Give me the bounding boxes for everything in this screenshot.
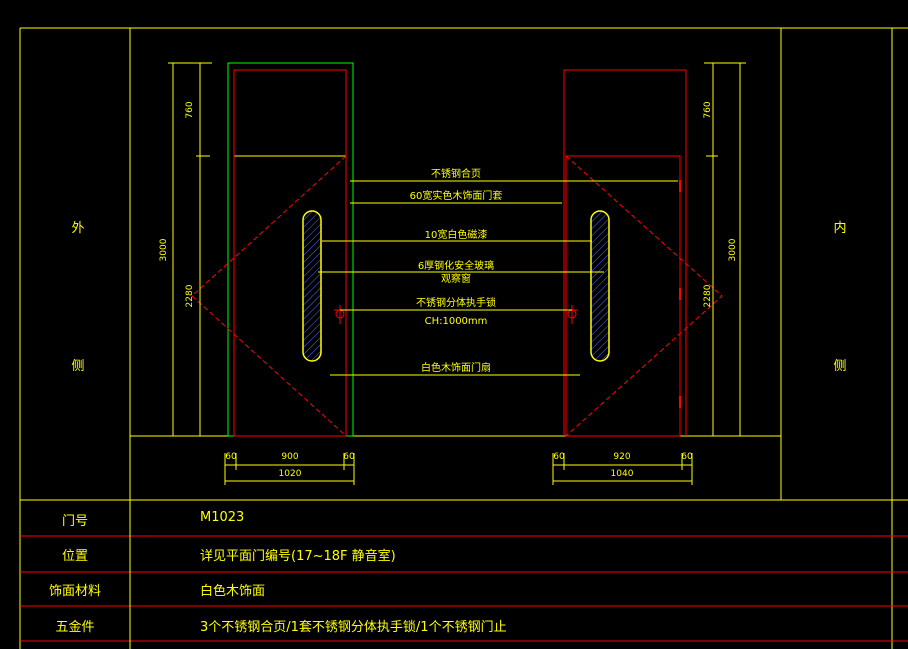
dim-left-total: 3000 — [159, 238, 169, 261]
note-handle-b: CH:1000mm — [425, 316, 488, 327]
spec-table-lines — [20, 500, 908, 649]
dim-right-top: 760 — [703, 101, 713, 118]
side-outer-bottom: 侧 — [71, 359, 84, 374]
side-inner-bottom: 侧 — [833, 359, 846, 374]
note-leaf: 白色木饰面门扇 — [421, 361, 491, 374]
drawing-frame — [19, 27, 908, 649]
handle-right-icon — [566, 305, 578, 324]
dim-right-bottom-mid: 920 — [613, 452, 630, 462]
vision-panel-right — [590, 210, 610, 362]
note-glass-b: 观察窗 — [441, 272, 471, 285]
table-key-location: 位置 — [61, 549, 88, 564]
note-handle-a: 不锈钢分体执手锁 — [416, 296, 496, 309]
dim-left-bottom-mid: 900 — [281, 452, 298, 462]
table-key-door-no: 门号 — [61, 514, 88, 529]
right-door-elevation — [563, 69, 723, 437]
dim-right-total: 3000 — [728, 238, 738, 261]
dim-left-bottom-r: 60 — [343, 452, 355, 462]
table-value-location: 详见平面门编号(17~18F 静音室) — [200, 549, 396, 564]
note-glass-a: 6厚钢化安全玻璃 — [418, 259, 494, 272]
dim-right-bottom-l: 60 — [553, 452, 565, 462]
dim-left-lower: 2280 — [185, 284, 195, 307]
note-edge: 10宽白色磁漆 — [425, 228, 488, 241]
dim-left-bottom-l: 60 — [225, 452, 237, 462]
dimension-lines-right — [552, 62, 746, 485]
dim-right-bottom-r: 60 — [681, 452, 693, 462]
table-value-finish: 白色木饰面 — [200, 584, 266, 599]
dim-right-bottom-total: 1040 — [611, 469, 634, 479]
dim-right-lower: 2280 — [703, 284, 713, 307]
vision-panel-left — [302, 210, 322, 362]
table-key-finish: 饰面材料 — [48, 584, 101, 599]
dim-left-bottom-total: 1020 — [279, 469, 302, 479]
left-door-elevation — [191, 62, 354, 437]
table-key-hardware: 五金件 — [55, 620, 95, 635]
table-value-hardware: 3个不锈钢合页/1套不锈钢分体执手锁/1个不锈钢门止 — [200, 620, 507, 635]
side-inner-top: 内 — [833, 220, 846, 236]
dim-left-top: 760 — [185, 101, 195, 118]
dimension-lines-left — [168, 62, 355, 485]
note-frame: 60宽实色木饰面门套 — [410, 189, 503, 202]
leader-lines — [318, 180, 678, 376]
note-hinge: 不锈钢合页 — [431, 167, 481, 180]
handle-left-icon — [334, 305, 346, 324]
table-value-door-no: M1023 — [200, 510, 245, 525]
side-outer-top: 外 — [71, 221, 84, 236]
